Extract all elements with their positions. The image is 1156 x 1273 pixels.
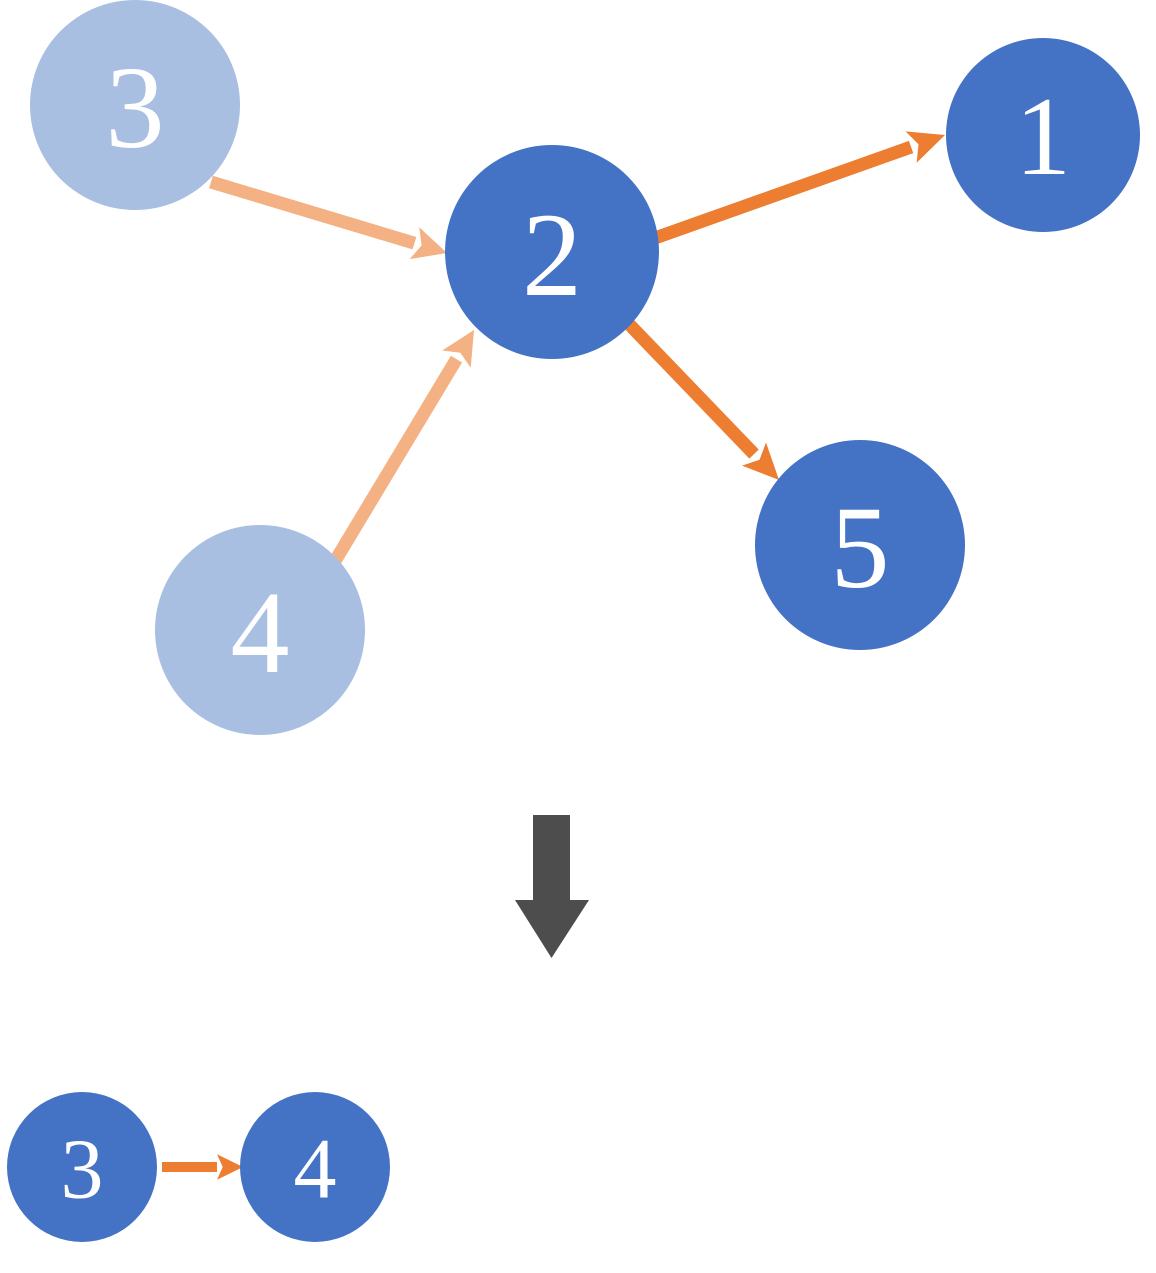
graph-node-2[interactable]: 2 [445,145,659,359]
edge-2-to-1-head-icon [905,131,945,163]
node-label-3: 3 [61,1121,104,1217]
top-graph-nodes: 3 2 1 4 5 [30,0,1140,735]
bottom-graph-edges [162,1154,243,1180]
node-label-4: 4 [294,1121,337,1217]
node-circle-4[interactable] [155,525,365,735]
graph-node-3[interactable]: 3 [7,1092,157,1242]
node-circle-4[interactable] [240,1092,390,1242]
node-label-1: 1 [1015,75,1071,199]
downward-transform-arrow [515,815,589,958]
graph-node-1[interactable]: 1 [946,38,1140,232]
edge-2-to-5-shaft [622,317,759,459]
edge-4-to-2-head-icon [442,330,474,368]
edge-3-to-2[interactable] [209,175,447,260]
node-label-2: 2 [522,188,582,321]
edge-2-to-1-shaft [652,140,914,245]
node-label-3: 3 [106,42,165,173]
edge-2-to-5-head-icon [742,442,779,480]
node-circle-3[interactable] [7,1092,157,1242]
node-label-5: 5 [831,482,890,613]
node-circle-5[interactable] [755,440,965,650]
edge-4-to-2[interactable] [326,330,474,570]
edge-3-to-4[interactable] [162,1154,243,1180]
top-graph-edges [209,131,945,570]
edge-3-to-4-shaft [162,1162,217,1172]
edge-3-to-2-shaft [209,175,417,250]
edge-3-to-2-head-icon [409,227,447,260]
edge-2-to-5[interactable] [622,317,779,480]
graph-node-3[interactable]: 3 [30,0,240,210]
node-label-4: 4 [231,567,290,698]
graph-node-4[interactable]: 4 [240,1092,390,1242]
edge-2-to-1[interactable] [652,131,945,245]
edge-4-to-2-shaft [326,355,463,570]
edge-3-to-4-head-icon [217,1154,243,1180]
node-circle-3[interactable] [30,0,240,210]
node-circle-1[interactable] [946,38,1140,232]
down-arrow-icon [515,815,589,958]
graph-node-5[interactable]: 5 [755,440,965,650]
node-circle-2[interactable] [445,145,659,359]
graph-node-4[interactable]: 4 [155,525,365,735]
